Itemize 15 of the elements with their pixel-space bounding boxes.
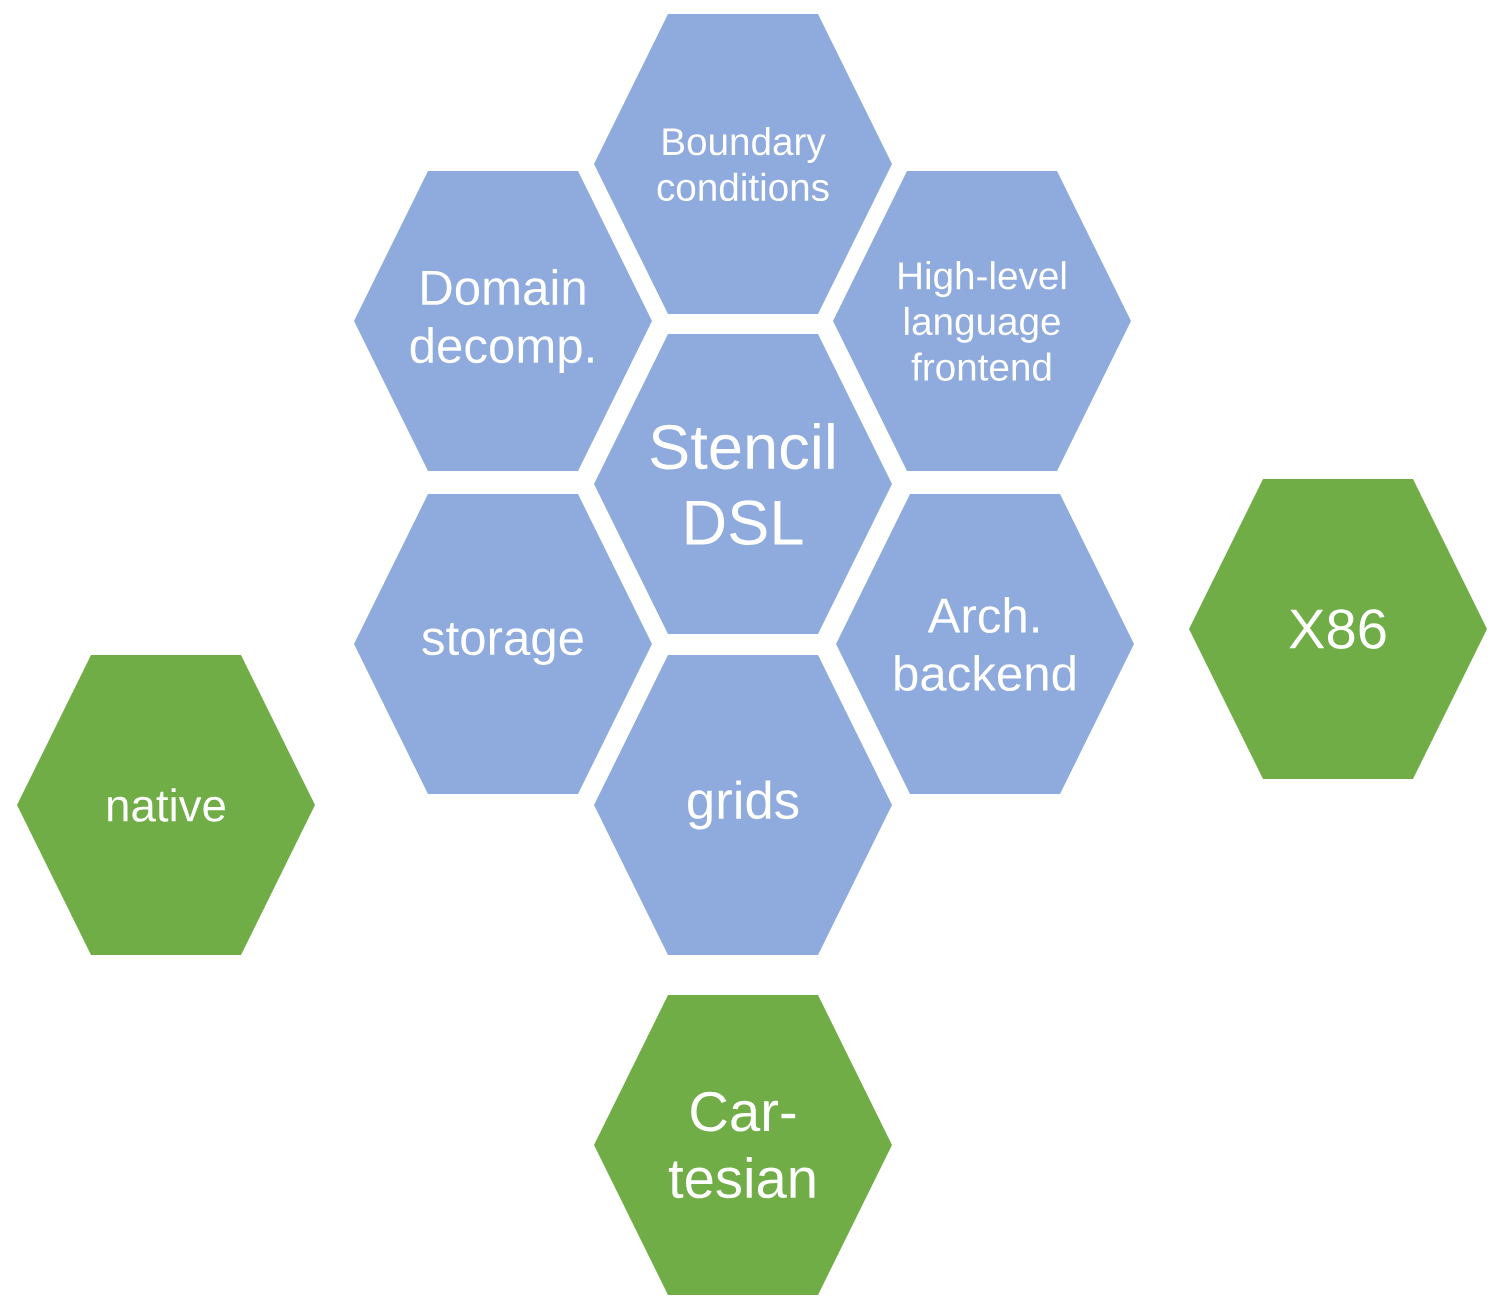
hexagon: grids [594, 655, 892, 955]
node-label: Arch. backend [895, 596, 1075, 692]
hexagon: Boundary conditions [594, 14, 892, 314]
node-label: High-level language frontend [899, 261, 1066, 381]
hexagon: native [17, 655, 315, 955]
node-label: storage [422, 623, 583, 665]
hexagon: Domain decomp. [354, 171, 652, 471]
hexagon: Arch. backend [836, 494, 1134, 794]
hexagon: storage [354, 494, 652, 794]
node-label: Domain decomp. [410, 269, 593, 373]
hexagon: High-level language frontend [833, 171, 1131, 471]
node-label: Stencil DSL [650, 423, 834, 545]
hexagon: X86 [1189, 479, 1487, 779]
hexagon: Stencil DSL [594, 334, 892, 634]
hexagon: Car- tesian [594, 995, 892, 1295]
